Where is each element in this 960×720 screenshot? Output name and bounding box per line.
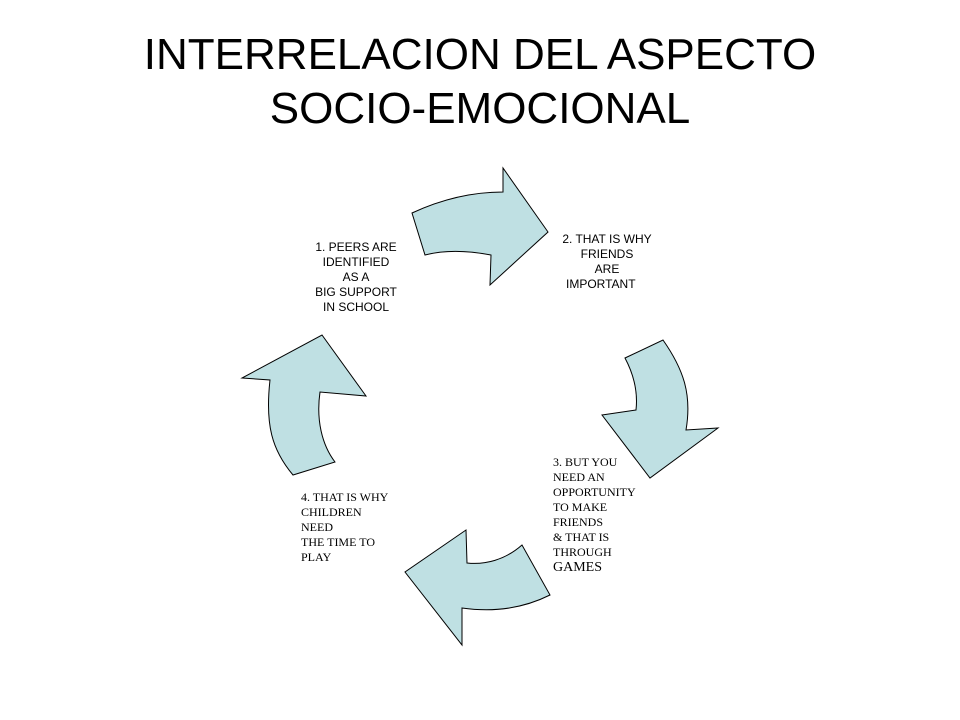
step-1-label: 1. PEERS ARE IDENTIFIED AS A BIG SUPPORT… [315,240,397,314]
step-3-label: 3. BUT YOU NEED AN OPPORTUNITY TO MAKE F… [553,455,636,575]
cycle-arrow-1-to-2 [411,166,549,287]
title-line-2: SOCIO-EMOCIONAL [269,84,691,133]
step-2-label: 2. THAT IS WHY FRIENDS ARE IMPORTANT [562,232,652,291]
title-line-1: INTERRELACION DEL ASPECTO [143,30,817,79]
cycle-arrow-3-to-4 [404,529,551,647]
cycle-arrow-2-to-3 [601,339,720,479]
cycle-arrow-4-to-1 [240,334,368,476]
page-title: INTERRELACION DEL ASPECTO SOCIO-EMOCIONA… [0,28,960,136]
step-4-label: 4. THAT IS WHY CHILDREN NEED THE TIME TO… [301,490,389,564]
